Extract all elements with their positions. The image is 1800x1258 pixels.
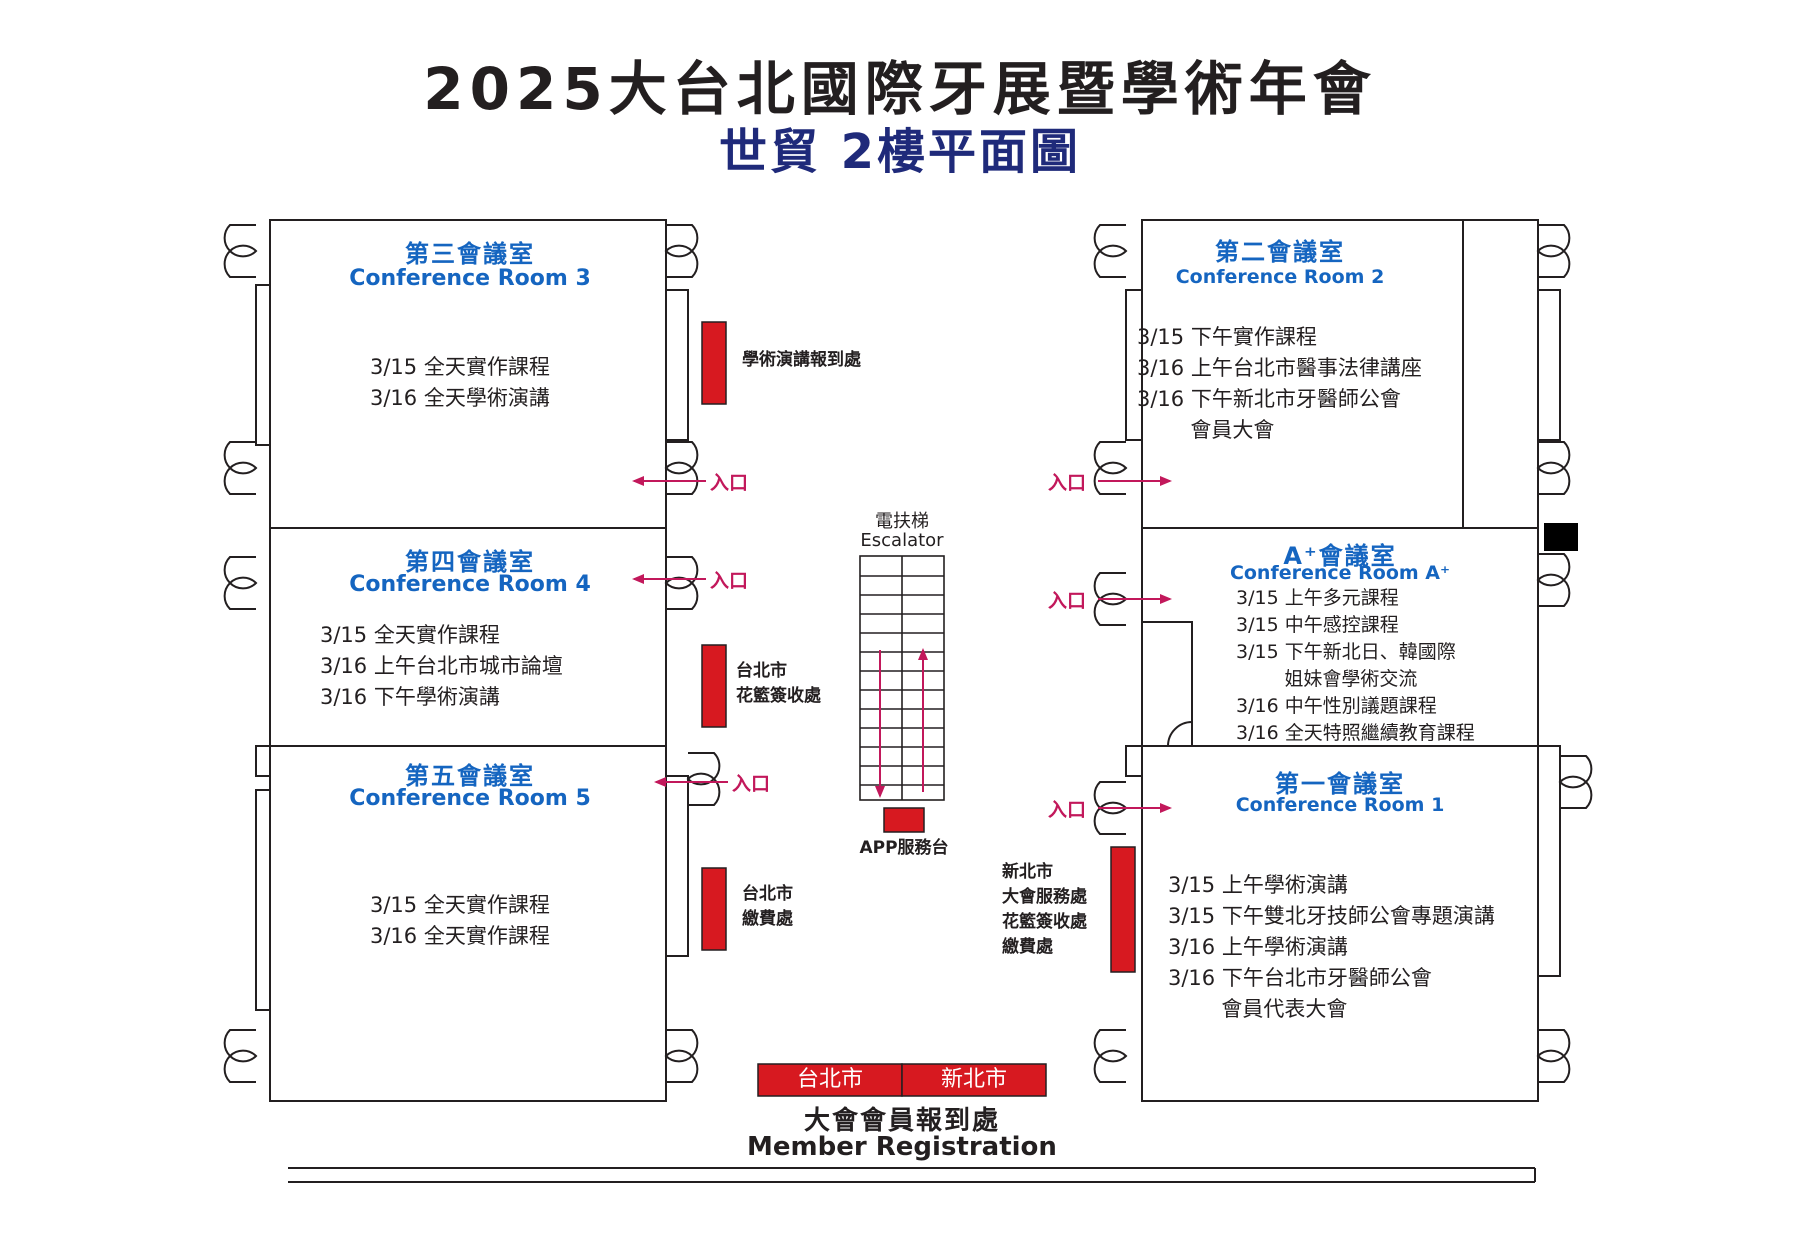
academic-checkin-desk bbox=[701, 321, 727, 405]
door-icon bbox=[1536, 224, 1571, 278]
registration-label-zh: 大會會員報到處 bbox=[803, 1106, 1000, 1136]
app-service-desk bbox=[883, 807, 925, 833]
room4-name-zh: 第四會議室 bbox=[405, 548, 535, 576]
room2-name-zh: 第二會議室 bbox=[1215, 238, 1345, 266]
room5-name-zh: 第五會議室 bbox=[405, 762, 535, 790]
door-icon bbox=[1558, 755, 1593, 809]
newtaipei-service-label: 新北市 大會服務處 花籃簽收處 繳費處 bbox=[1002, 862, 1087, 957]
entrance-label-room3: 入口 bbox=[710, 472, 749, 494]
registration-taipei-desk bbox=[757, 1063, 903, 1097]
registration-newtaipei-tab: 新北市 bbox=[940, 1067, 1007, 1092]
taipei-payment-desk bbox=[701, 867, 727, 951]
door-icon bbox=[1093, 224, 1128, 278]
door-icon bbox=[1093, 1029, 1128, 1083]
room5-name-en: Conference Room 5 bbox=[349, 786, 591, 811]
room3-name-zh: 第三會議室 bbox=[405, 240, 535, 268]
door-icons bbox=[223, 224, 1593, 1083]
room3-name-en: Conference Room 3 bbox=[349, 266, 591, 291]
registration-newtaipei-desk bbox=[901, 1063, 1047, 1097]
room3-schedule: 3/15 全天實作課程 3/16 全天學術演講 bbox=[370, 355, 550, 410]
entrance-label-room1: 入口 bbox=[1048, 799, 1087, 821]
room5-schedule: 3/15 全天實作課程 3/16 全天實作課程 bbox=[370, 893, 550, 948]
taipei-flower-label: 台北市 花籃簽收處 bbox=[736, 661, 821, 706]
registration-label-en: Member Registration bbox=[747, 1132, 1057, 1162]
room4-name-en: Conference Room 4 bbox=[349, 572, 591, 597]
door-icon bbox=[664, 224, 699, 278]
door-icon bbox=[223, 1029, 258, 1083]
taipei-flower-desk bbox=[701, 644, 727, 728]
room1-schedule: 3/15 上午學術演講 3/15 下午雙北牙技師公會專題演講 3/16 上午學術… bbox=[1168, 873, 1495, 1021]
door-icon bbox=[1093, 441, 1128, 495]
door-icon bbox=[664, 1029, 699, 1083]
entrance-label-room2: 入口 bbox=[1048, 472, 1087, 494]
map-subtitle: 世貿 2樓平面圖 bbox=[718, 124, 1082, 180]
door-icon bbox=[1536, 553, 1571, 607]
room1-name-zh: 第一會議室 bbox=[1275, 770, 1405, 798]
door-icon bbox=[223, 224, 258, 278]
roomA-schedule: 3/15 上午多元課程 3/15 中午感控課程 3/15 下午新北日、韓國際 姐… bbox=[1236, 587, 1475, 744]
room4-schedule: 3/15 全天實作課程 3/16 上午台北市城市論壇 3/16 下午學術演講 bbox=[320, 623, 563, 709]
app-service-label: APP服務台 bbox=[859, 838, 949, 858]
door-icon bbox=[223, 441, 258, 495]
entrance-label-room5: 入口 bbox=[732, 773, 771, 795]
roomA-name-zh: A⁺會議室 bbox=[1283, 542, 1397, 570]
door-icon bbox=[664, 441, 699, 495]
escalator-icon bbox=[859, 555, 945, 801]
room1-name-en: Conference Room 1 bbox=[1235, 794, 1445, 816]
map-title: 2025大台北國際牙展暨學術年會 bbox=[423, 55, 1377, 123]
escalator-label-zh: 電扶梯 bbox=[875, 511, 929, 532]
entrance-arrows bbox=[632, 476, 1172, 813]
room2-name-en: Conference Room 2 bbox=[1175, 266, 1385, 288]
entrance-label-room4: 入口 bbox=[710, 570, 749, 592]
pillar-icon bbox=[1544, 523, 1578, 551]
registration-taipei-tab: 台北市 bbox=[796, 1067, 863, 1092]
entrance-label-roomA: 入口 bbox=[1048, 590, 1087, 612]
taipei-payment-label: 台北市 繳費處 bbox=[742, 884, 793, 929]
door-icon bbox=[223, 556, 258, 610]
room2-schedule: 3/15 下午實作課程 3/16 上午台北市醫事法律講座 3/16 下午新北市牙… bbox=[1137, 325, 1422, 442]
door-icon bbox=[1536, 441, 1571, 495]
academic-checkin-label: 學術演講報到處 bbox=[742, 350, 861, 370]
escalator-label-en: Escalator bbox=[860, 530, 944, 551]
roomA-name-en: Conference Room A⁺ bbox=[1229, 562, 1451, 584]
door-icon bbox=[664, 556, 699, 610]
door-icon bbox=[1536, 1029, 1571, 1083]
door-icon bbox=[686, 752, 721, 806]
newtaipei-service-desk bbox=[1110, 846, 1136, 973]
